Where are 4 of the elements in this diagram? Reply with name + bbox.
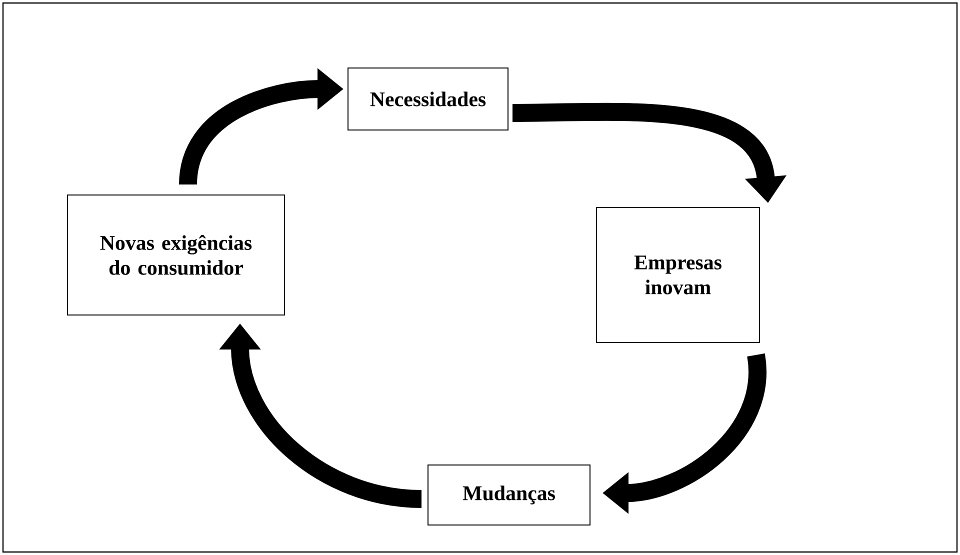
process-box: Novas exigências do consumidor <box>67 194 285 316</box>
process-box: Mudanças <box>428 464 590 526</box>
process-box: Empresas inovam <box>596 206 760 343</box>
process-box: Necessidades <box>348 68 508 130</box>
